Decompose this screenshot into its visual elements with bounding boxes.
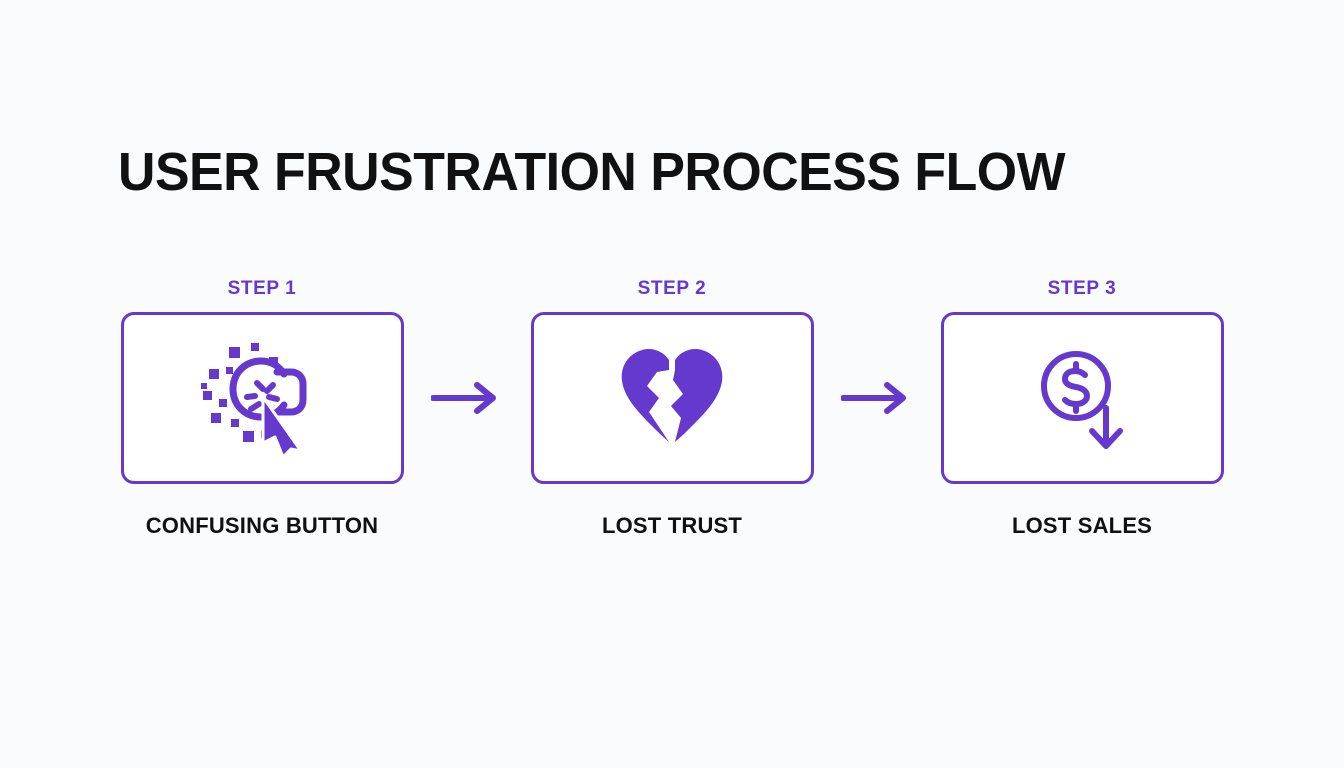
- step-2-eyebrow: STEP 2: [637, 278, 707, 299]
- glitching-button-cursor-icon: [201, 343, 307, 457]
- process-flow: STEP 1: [0, 278, 1344, 539]
- step-3-caption: LOST SALES: [1011, 513, 1153, 538]
- connector-1: [405, 312, 530, 484]
- process-step-2: STEP 2 LOST TRUST: [530, 278, 815, 539]
- dollar-coin-down-arrow-icon: [1041, 351, 1123, 449]
- step-2-caption: LOST TRUST: [601, 513, 743, 538]
- arrow-right-icon: [841, 382, 906, 414]
- step-3-eyebrow: STEP 3: [1047, 278, 1117, 299]
- page-title: USER FRUSTRATION PROCESS FLOW: [118, 142, 1066, 202]
- coin-circle-icon: [1041, 351, 1111, 421]
- arrow-down-icon: [1089, 405, 1123, 449]
- broken-heart-icon: [621, 349, 723, 442]
- step-2-card[interactable]: [530, 312, 814, 484]
- process-step-3: STEP 3: [940, 278, 1225, 539]
- arrow-right-icon: [431, 382, 496, 414]
- step-2-icon-wrap: [612, 338, 732, 458]
- cursor-arrow-icon: [261, 395, 303, 457]
- process-step-1: STEP 1: [120, 278, 405, 539]
- step-1-card[interactable]: [120, 312, 404, 484]
- dollar-sign-icon: [1062, 361, 1090, 414]
- step-3-icon-wrap: [1022, 338, 1142, 458]
- step-1-eyebrow: STEP 1: [227, 278, 297, 299]
- step-3-card[interactable]: [940, 312, 1224, 484]
- step-1-caption: CONFUSING BUTTON: [145, 513, 379, 538]
- connector-2: [815, 312, 940, 484]
- step-1-icon-wrap: [201, 338, 322, 458]
